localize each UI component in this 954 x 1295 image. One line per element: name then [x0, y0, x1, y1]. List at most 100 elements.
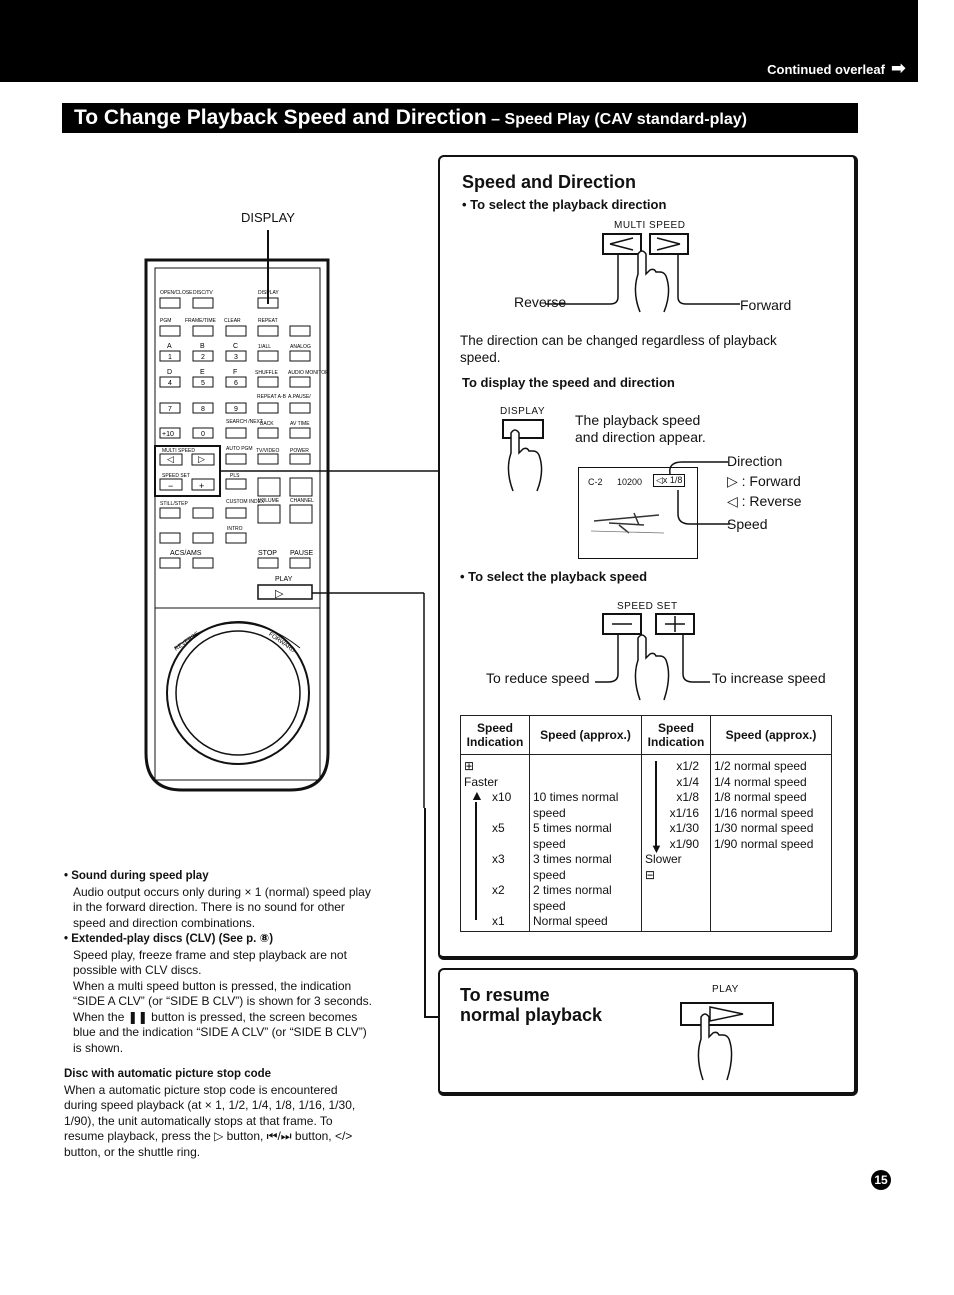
header-bar: [0, 0, 918, 82]
svg-text:DISPLAY: DISPLAY: [258, 290, 279, 296]
svg-text:+: +: [199, 481, 204, 491]
cell-right-indication: ▼ x1/2 x1/4 x1/8 x1/16 x1/30 x1/90 Slowe…: [641, 754, 711, 932]
svg-text:2: 2: [201, 354, 205, 361]
display-callout-label: DISPLAY: [241, 210, 295, 225]
select-speed-heading: • To select the playback speed: [460, 569, 648, 584]
svg-text:−: −: [168, 481, 173, 491]
play-connector-end: [424, 1016, 440, 1018]
display-button-diagram: [502, 419, 544, 492]
reduce-speed-label: To reduce speed: [486, 670, 590, 686]
resume-heading-1: To resume: [460, 985, 550, 1005]
svg-text:PAUSE: PAUSE: [290, 550, 314, 557]
svg-text:5: 5: [201, 380, 205, 387]
plus-icon: ⊞: [464, 759, 475, 773]
svg-text:SPEED SET: SPEED SET: [162, 473, 190, 479]
speed-set-label: SPEED SET: [617, 601, 678, 612]
cell-left-speed: 10 times normal speed 5 times normal spe…: [529, 754, 642, 932]
th-speed-left: Speed (approx.): [529, 715, 642, 755]
svg-text:ACS/AMS: ACS/AMS: [170, 550, 202, 557]
direction-buttons-diagram: [545, 233, 740, 313]
section-title: To Change Playback Speed and Direction –…: [62, 103, 858, 133]
svg-text:AV TIME: AV TIME: [290, 421, 310, 427]
svg-text:8: 8: [201, 406, 205, 413]
th-indication-left: Speed Indication: [460, 715, 530, 755]
left-indication-list: ▲ x10 x5 x3 x2 x1: [470, 787, 512, 928]
table-row: ⊞ Faster ▲ x10 x5 x3 x2 x1 10 times n: [460, 754, 832, 932]
clv-text-1: Speed play, freeze frame and step playba…: [73, 947, 347, 978]
svg-text:FRAME/TIME: FRAME/TIME: [185, 318, 216, 324]
minus-icon: ⊟: [645, 867, 656, 882]
svg-text:C: C: [233, 343, 238, 350]
svg-text:+10: +10: [162, 431, 174, 438]
remote-drawing: OPEN/CLOSE DISC/TV DISPLAY PGM FRAME/TIM…: [144, 230, 440, 808]
slower-label: Slower: [645, 852, 682, 866]
table-header-row: Speed Indication Speed (approx.) Speed I…: [460, 715, 832, 755]
tv-screen: C-2 10200 ◁x 1/8: [578, 467, 698, 559]
direction-label: Direction: [727, 453, 783, 469]
speed-direction-panel: Speed and Direction • To select the play…: [438, 155, 858, 960]
multi-speed-label: MULTI SPEED: [614, 220, 686, 231]
svg-text:STOP: STOP: [258, 550, 277, 557]
svg-text:D: D: [167, 369, 172, 376]
svg-text:1/ALL: 1/ALL: [258, 344, 271, 350]
play-connector-line: [424, 808, 426, 1018]
forward-label: Forward: [740, 297, 792, 313]
reverse-legend: ◁ : Reverse: [727, 493, 802, 509]
slower-arrow-shaft: [655, 761, 657, 847]
svg-text:ANALOG: ANALOG: [290, 344, 311, 350]
svg-text:TV/VIDEO: TV/VIDEO: [256, 448, 279, 454]
up-arrow-icon: ▲: [470, 787, 484, 803]
faster-arrow-shaft: [475, 802, 477, 920]
stop-heading: Disc with automatic picture stop code: [64, 1068, 272, 1080]
svg-text:OPEN/CLOSE: OPEN/CLOSE: [160, 290, 193, 296]
plane-icon: [590, 512, 665, 534]
svg-text:0: 0: [201, 431, 205, 438]
continued-overleaf: Continued overleaf ➡: [767, 58, 906, 79]
notes: • Sound during speed play Audio output o…: [64, 868, 374, 1160]
sound-text: Audio output occurs only during × 1 (nor…: [73, 884, 371, 930]
svg-text:VOLUME: VOLUME: [258, 498, 280, 504]
svg-text:CLEAR: CLEAR: [224, 318, 241, 324]
resume-heading-2: normal playback: [460, 1005, 603, 1025]
svg-text:9: 9: [234, 406, 238, 413]
clv-heading: • Extended-play discs (CLV) (See p. ⑧): [64, 933, 274, 945]
screen-speed: ◁x 1/8: [653, 474, 686, 487]
speed-buttons-diagram: [595, 613, 710, 701]
title-main: To Change Playback Speed and Direction: [74, 106, 487, 129]
svg-text:STILL/STEP: STILL/STEP: [160, 501, 188, 507]
svg-text:AUTO PGM: AUTO PGM: [226, 446, 253, 452]
svg-text:E: E: [200, 369, 205, 376]
th-speed-right: Speed (approx.): [710, 715, 832, 755]
svg-text:▷: ▷: [275, 588, 284, 600]
svg-text:SEARCH /NEXT: SEARCH /NEXT: [226, 419, 263, 425]
arrow-right-icon: ➡: [890, 58, 906, 78]
continued-text: Continued overleaf: [767, 62, 885, 77]
display-text: The playback speed and direction appear.: [575, 412, 706, 445]
speed-table: Speed Indication Speed (approx.) Speed I…: [460, 715, 832, 932]
direction-text: The direction can be changed regardless …: [460, 333, 777, 365]
svg-text:POWER: POWER: [290, 448, 309, 454]
svg-text:REVERSE: REVERSE: [174, 631, 201, 652]
svg-text:DISC/TV: DISC/TV: [193, 290, 213, 296]
svg-text:PLS: PLS: [230, 473, 240, 479]
cell-left-indication: ⊞ Faster ▲ x10 x5 x3 x2 x1: [460, 754, 530, 932]
display-label: DISPLAY: [500, 406, 545, 417]
svg-text:3: 3: [234, 354, 238, 361]
stop-text: When a automatic picture stop code is en…: [64, 1082, 356, 1159]
svg-text:▷: ▷: [198, 454, 205, 464]
title-sub: – Speed Play (CAV standard-play): [491, 111, 747, 128]
screen-frame: 10200: [617, 477, 643, 487]
clv-text-2: When a multi speed button is pressed, th…: [73, 978, 372, 1055]
right-indication-list: x1/2 x1/4 x1/8 x1/16 x1/30 x1/90: [669, 759, 699, 851]
screen-callout-lines: [669, 461, 730, 525]
page-number: 15: [871, 1170, 891, 1190]
play-label: PLAY: [712, 984, 739, 995]
th-indication-right: Speed Indication: [641, 715, 711, 755]
speed-label: Speed: [727, 516, 768, 532]
remote-illustration: DISPLAY: [140, 208, 440, 808]
resume-panel: To resume normal playback PLAY: [438, 968, 858, 1096]
svg-text:AUDIO MONITOR: AUDIO MONITOR: [288, 370, 329, 376]
svg-text:CHANNEL: CHANNEL: [290, 498, 314, 504]
screen-chapter: C-2: [588, 477, 603, 487]
svg-text:A.PAUSE/: A.PAUSE/: [288, 394, 311, 400]
